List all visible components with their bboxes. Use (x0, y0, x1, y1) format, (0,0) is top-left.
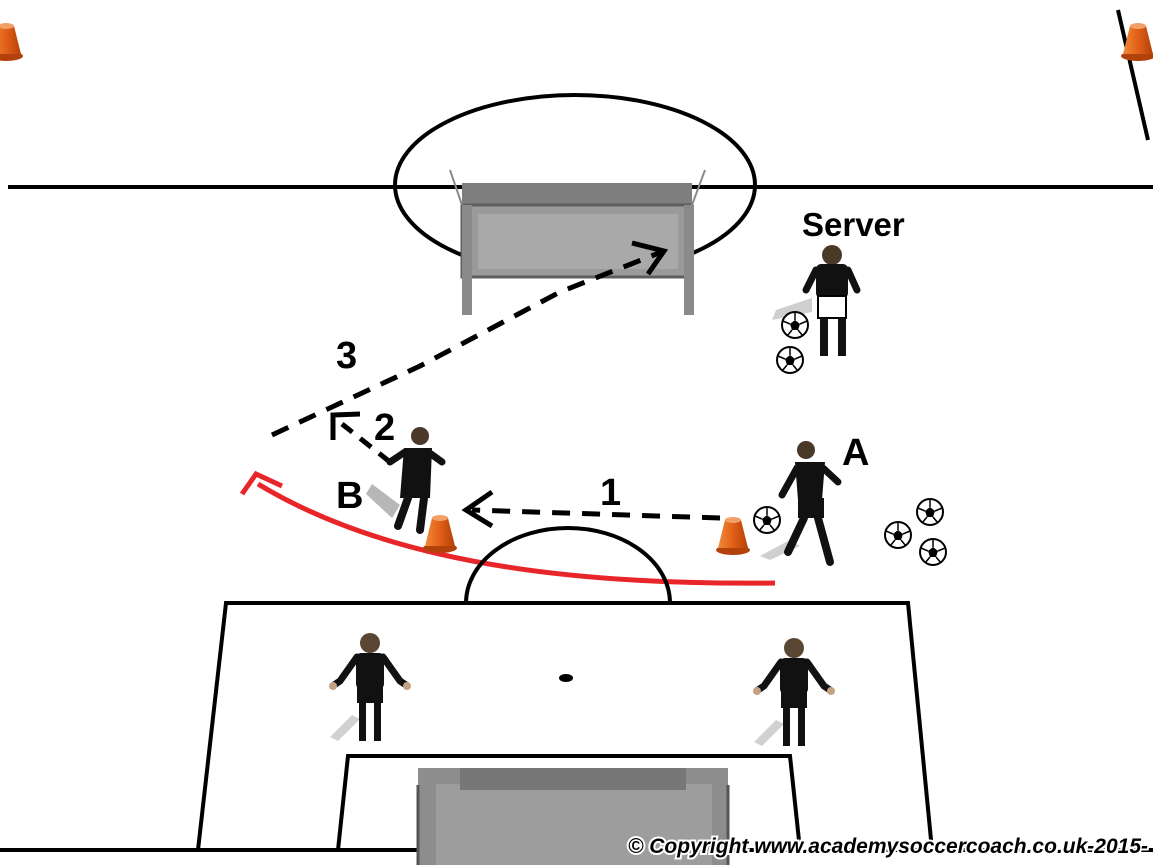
step-3-label: 3 (336, 335, 357, 377)
goal-icon (449, 169, 706, 315)
penalty-spot (559, 674, 573, 682)
red-run-arrowhead (239, 470, 284, 496)
player-b (366, 427, 446, 534)
copyright-halo: © Copyright www.academysoccercoach.co.uk… (628, 835, 1148, 858)
ball-icon (776, 346, 804, 374)
player-right-defender (753, 638, 835, 746)
run-2-path (340, 422, 392, 464)
server-label: Server (802, 206, 905, 243)
player-a-label: A (842, 432, 869, 474)
red-run-arrow (256, 481, 776, 586)
step-2-label: 2 (374, 407, 395, 449)
six-yard-box (336, 754, 802, 851)
ball-icon (884, 521, 912, 549)
ball-icon (781, 311, 809, 339)
run-2-arrowhead (330, 411, 361, 440)
pass-3-arrowhead (631, 240, 669, 276)
player-b-label: B (336, 475, 363, 517)
pass-3-path (270, 248, 665, 438)
ball-icon (919, 538, 947, 566)
goal-icon (416, 768, 730, 865)
cone-icon (0, 23, 23, 61)
pitch-side-line (1116, 9, 1150, 141)
cone-icon (716, 517, 750, 555)
player-a (760, 441, 842, 566)
penalty-box (196, 601, 934, 851)
step-1-label: 1 (600, 472, 621, 514)
penalty-arc (464, 526, 672, 604)
ball-icon (916, 498, 944, 526)
player-server (772, 245, 861, 356)
player-left-defender (329, 633, 411, 741)
ball-icon (753, 506, 781, 534)
pass-1-path (471, 507, 721, 521)
pass-1-arrowhead (461, 489, 494, 529)
cone-icon (423, 515, 457, 553)
copyright-text: © Copyright www.academysoccercoach.co.uk… (628, 835, 1148, 858)
